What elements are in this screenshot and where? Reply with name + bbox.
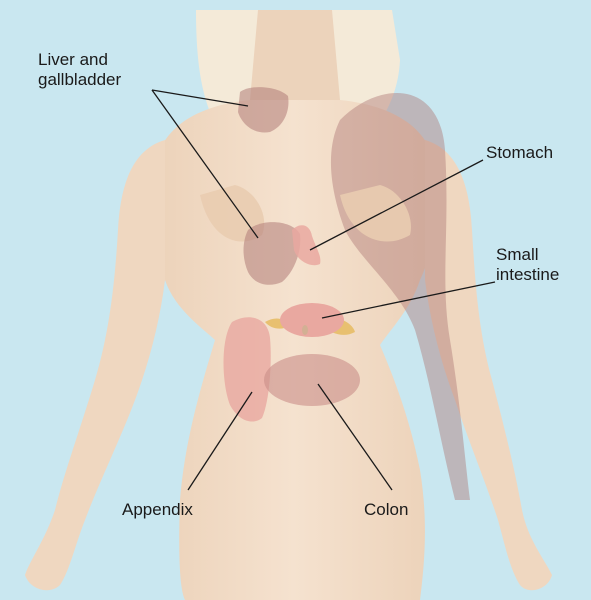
label-stomach: Stomach — [486, 143, 553, 163]
left-arm — [25, 140, 165, 590]
navel — [302, 325, 308, 335]
label-colon: Colon — [364, 500, 408, 520]
colon-region — [264, 354, 360, 406]
label-appendix: Appendix — [122, 500, 193, 520]
appendix-region — [224, 317, 271, 421]
label-small-intestine: Small intestine — [496, 245, 559, 285]
label-liver-gallbladder: Liver and gallbladder — [38, 50, 121, 90]
small-intestine-region — [280, 303, 344, 337]
